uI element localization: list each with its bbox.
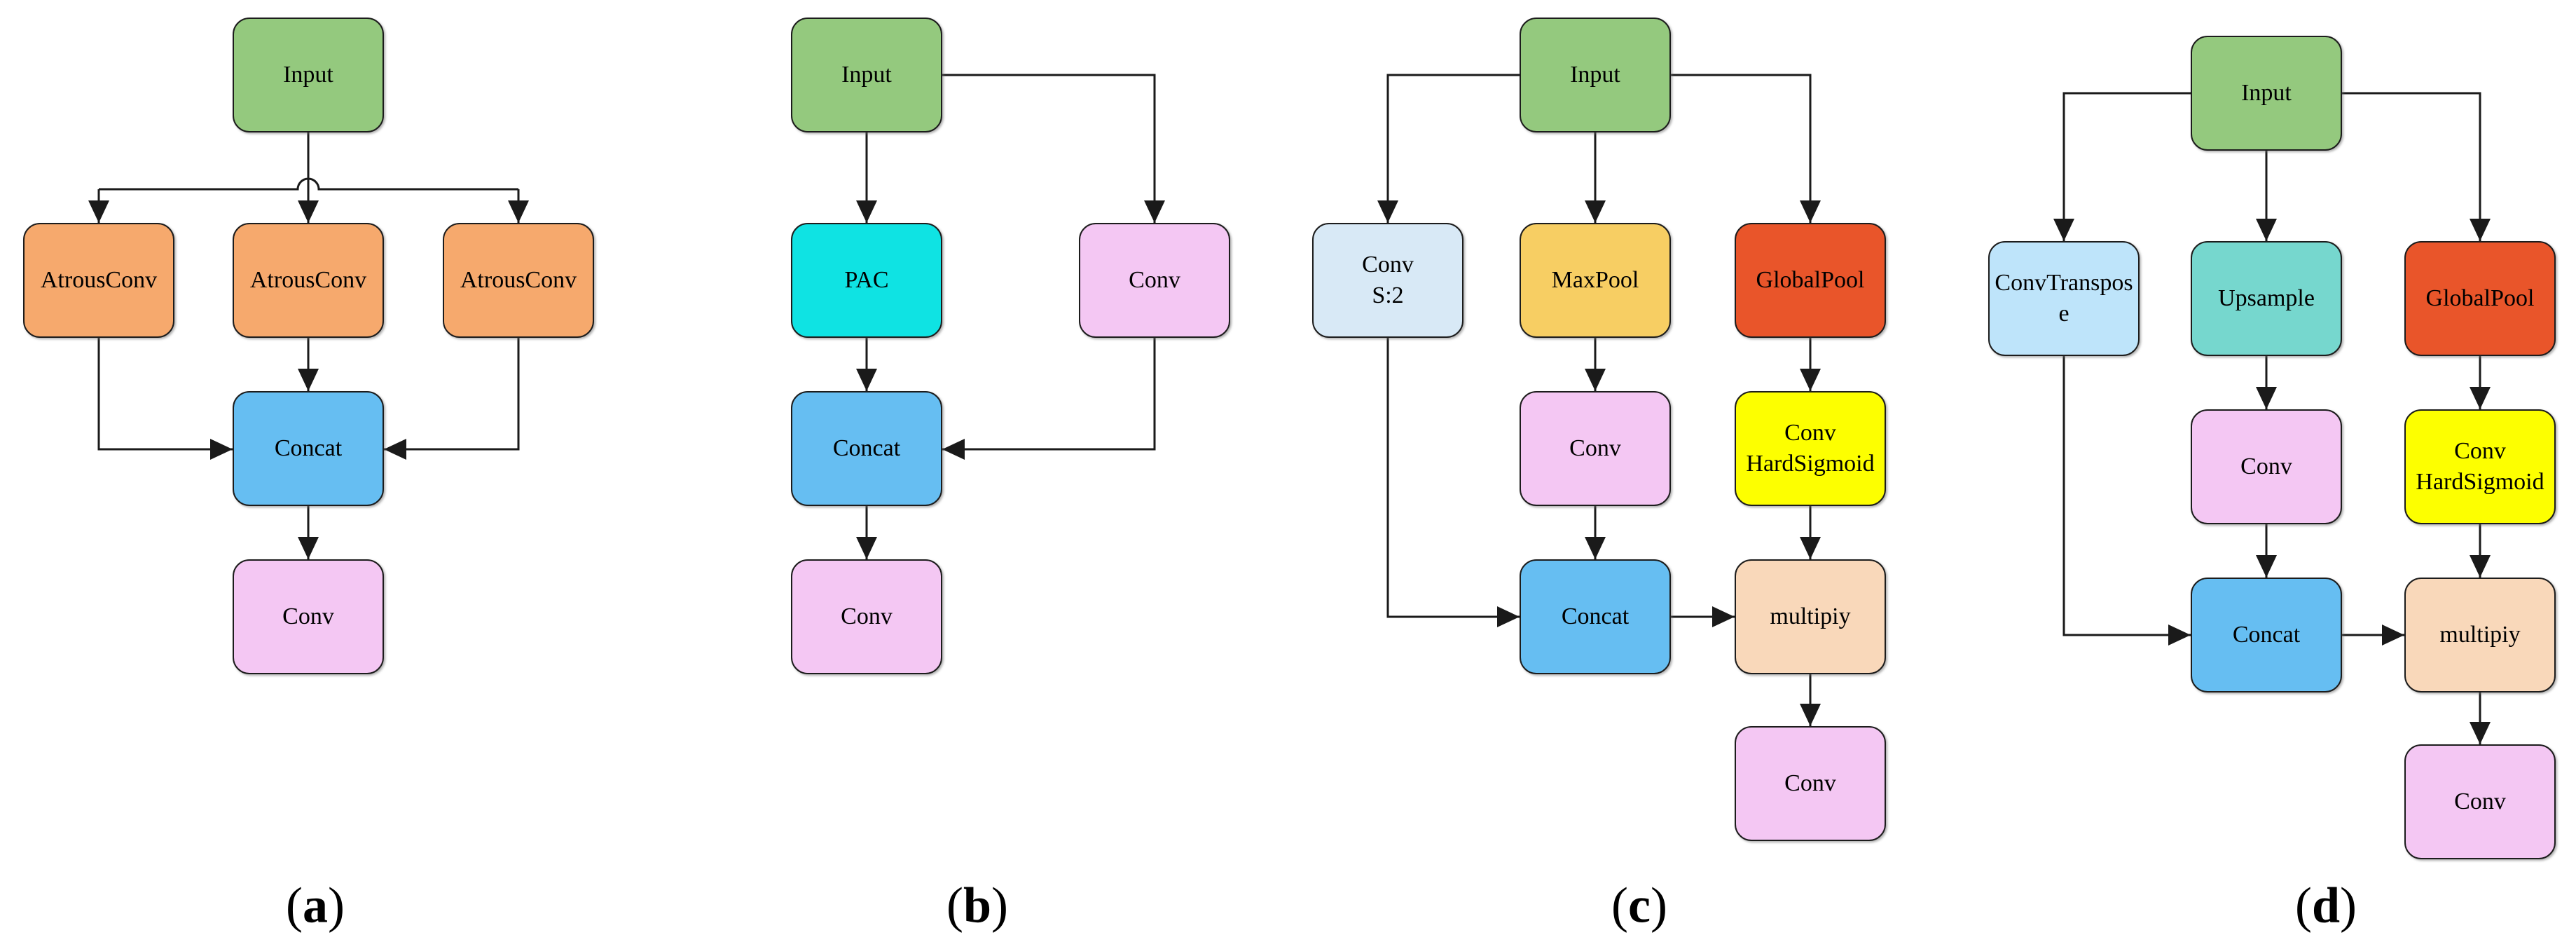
arrowhead-d-8 — [2470, 555, 2491, 578]
node-a-atrousconv-2: AtrousConv — [233, 223, 384, 338]
node-c-multiply: multipiy — [1735, 559, 1886, 674]
arrowhead-b-5 — [856, 537, 877, 559]
node-c-conv-mid: Conv — [1520, 391, 1671, 506]
node-a-concat: Concat — [233, 391, 384, 506]
arrowhead-d-4 — [2256, 387, 2277, 409]
edge-a-2 — [99, 177, 518, 191]
node-a-conv: Conv — [233, 559, 384, 674]
arrowhead-c-2 — [1585, 200, 1606, 223]
node-d-concat: Concat — [2191, 578, 2342, 692]
arrowhead-d-3 — [2470, 219, 2491, 241]
edge-d-3 — [2342, 92, 2481, 241]
node-c-input: Input — [1520, 18, 1671, 132]
node-d-multiply: multipiy — [2404, 578, 2556, 692]
arrowhead-b-2 — [856, 200, 877, 223]
arrowhead-b-3 — [856, 369, 877, 391]
node-b-pac: PAC — [791, 223, 942, 338]
arrowhead-a-4 — [508, 200, 529, 223]
node-d-upsample: Upsample — [2191, 241, 2342, 356]
node-d-conv-bottom: Conv — [2404, 744, 2556, 859]
edge-a-5 — [97, 338, 233, 451]
node-d-convtranspose: ConvTranspos e — [1988, 241, 2140, 356]
arrowhead-d-5 — [2470, 387, 2491, 409]
panel-caption-d: (d) — [2294, 877, 2357, 934]
arrowhead-a-6 — [384, 439, 406, 460]
node-b-conv-bottom: Conv — [791, 559, 942, 674]
node-b-conv-right: Conv — [1079, 223, 1230, 338]
panel-caption-a: (a) — [286, 877, 345, 934]
arrowhead-c-8 — [1800, 537, 1821, 559]
arrowhead-c-10 — [1800, 704, 1821, 726]
edge-d-1 — [2062, 92, 2191, 241]
node-c-globalpool: GlobalPool — [1735, 223, 1886, 338]
arrowhead-d-7 — [2256, 555, 2277, 578]
node-d-input: Input — [2191, 36, 2342, 151]
arrowhead-c-9 — [1712, 606, 1735, 627]
arrowhead-d-2 — [2256, 219, 2277, 241]
arrowhead-b-1 — [1144, 200, 1165, 223]
arrowhead-d-10 — [2470, 722, 2491, 744]
node-a-input: Input — [233, 18, 384, 132]
node-c-maxpool: MaxPool — [1520, 223, 1671, 338]
arrowhead-a-7 — [298, 369, 319, 391]
arrowhead-d-1 — [2053, 219, 2074, 241]
arrowhead-a-1 — [298, 200, 319, 223]
arrowhead-a-5 — [210, 439, 233, 460]
edge-c-1 — [1386, 74, 1520, 223]
arrowhead-d-6 — [2168, 624, 2191, 646]
edge-b-1 — [942, 74, 1156, 223]
edge-d-6 — [2062, 356, 2191, 636]
arrowhead-c-6 — [1497, 606, 1520, 627]
arrowhead-c-5 — [1800, 369, 1821, 391]
node-b-concat: Concat — [791, 391, 942, 506]
arrowhead-c-1 — [1377, 200, 1398, 223]
arrowhead-b-4 — [942, 439, 965, 460]
node-d-conv-hardsigmoid: Conv HardSigmoid — [2404, 409, 2556, 524]
node-c-conv-bottom: Conv — [1735, 726, 1886, 841]
node-c-conv-hardsigmoid: Conv HardSigmoid — [1735, 391, 1886, 506]
node-b-input: Input — [791, 18, 942, 132]
edge-a-6 — [384, 338, 520, 451]
arrowhead-a-3 — [88, 200, 109, 223]
arrowhead-c-3 — [1800, 200, 1821, 223]
node-a-atrousconv-3: AtrousConv — [443, 223, 594, 338]
panel-caption-c: (c) — [1611, 877, 1667, 934]
edge-c-6 — [1386, 338, 1520, 618]
arrowhead-a-8 — [298, 537, 319, 559]
node-d-globalpool: GlobalPool — [2404, 241, 2556, 356]
node-c-conv-s2: Conv S:2 — [1312, 223, 1463, 338]
arrowhead-c-4 — [1585, 369, 1606, 391]
arrowhead-c-7 — [1585, 537, 1606, 559]
node-d-conv-mid: Conv — [2191, 409, 2342, 524]
panel-caption-b: (b) — [946, 877, 1009, 934]
edge-b-4 — [942, 338, 1156, 451]
arrowhead-d-9 — [2382, 624, 2404, 646]
edge-c-3 — [1671, 74, 1812, 223]
node-c-concat: Concat — [1520, 559, 1671, 674]
node-a-atrousconv-1: AtrousConv — [23, 223, 174, 338]
